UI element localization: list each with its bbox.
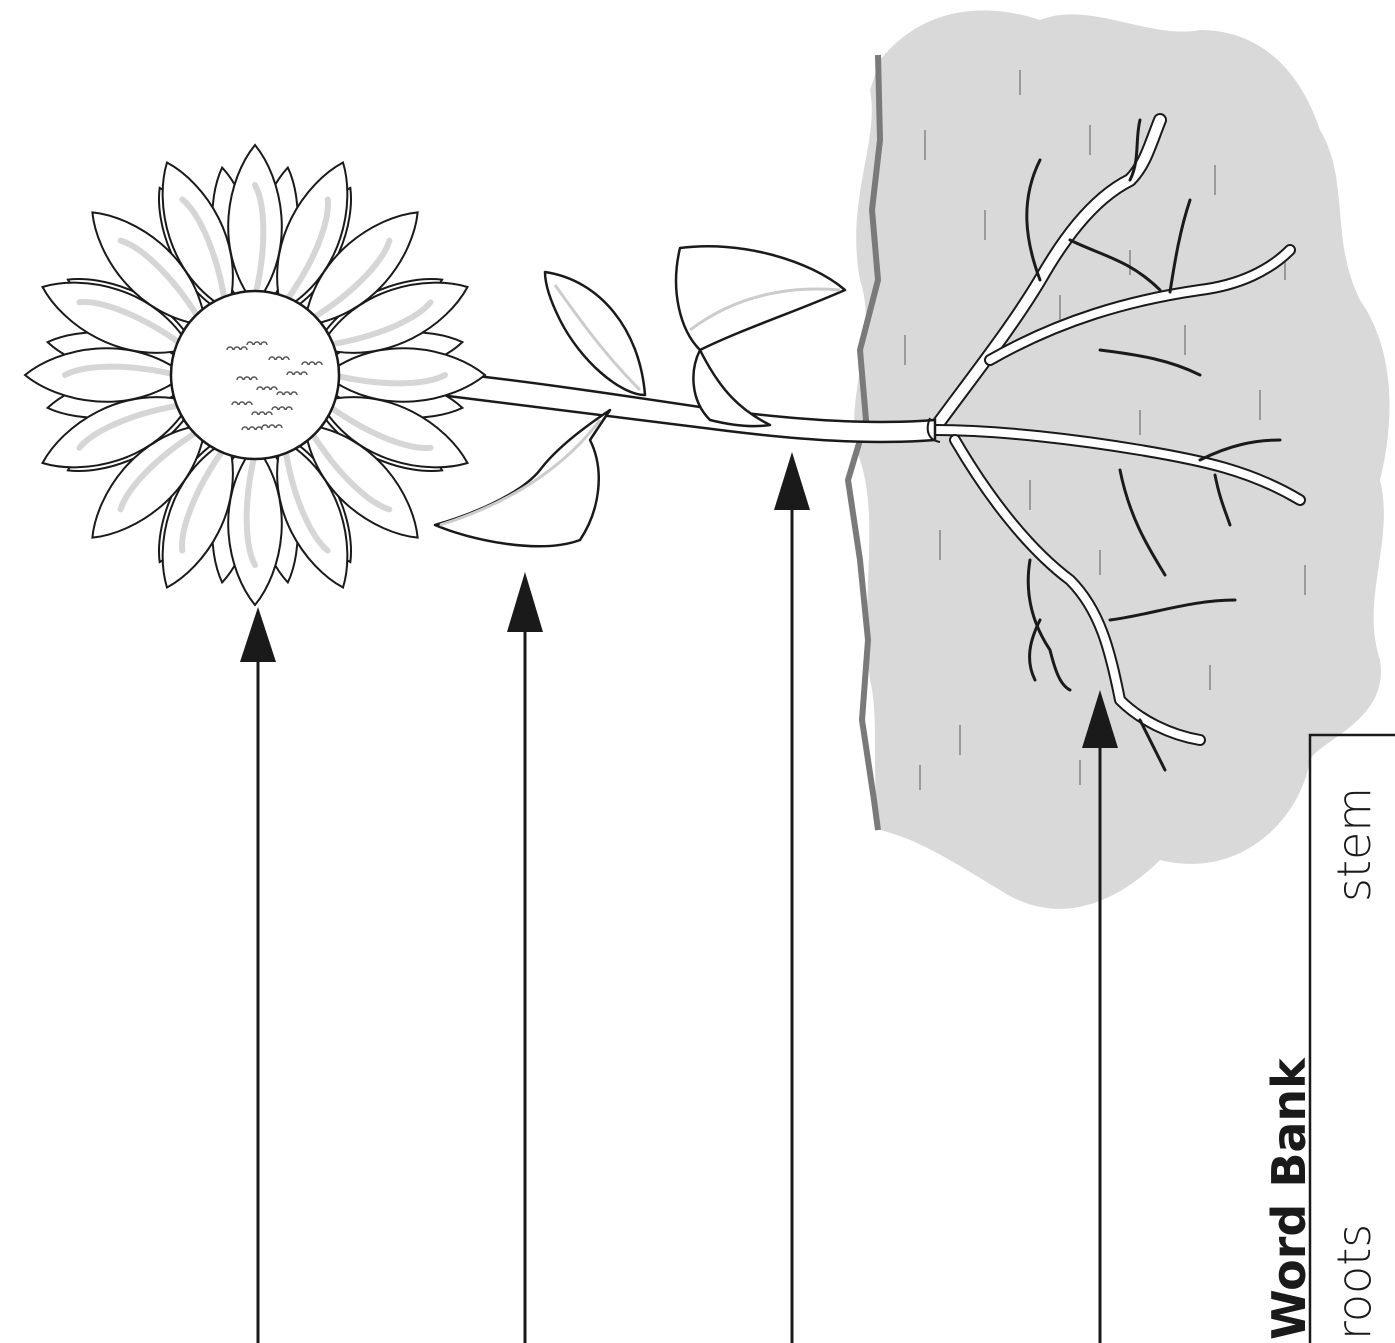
soil	[848, 10, 1390, 909]
arrow-leaf	[507, 572, 543, 1343]
word-bank: Word Bank roots stem	[1262, 735, 1395, 1343]
word-bank-word-stem: stem	[1327, 787, 1381, 902]
word-bank-word-roots: roots	[1327, 1224, 1381, 1340]
word-bank-title: Word Bank	[1262, 1057, 1316, 1340]
arrow-stem	[774, 452, 810, 1343]
sunflower-head	[25, 145, 485, 605]
arrow-flower	[240, 607, 276, 1343]
leaf-lower	[435, 410, 610, 546]
leaf-upper-right	[676, 246, 845, 350]
flower-center	[171, 291, 339, 459]
